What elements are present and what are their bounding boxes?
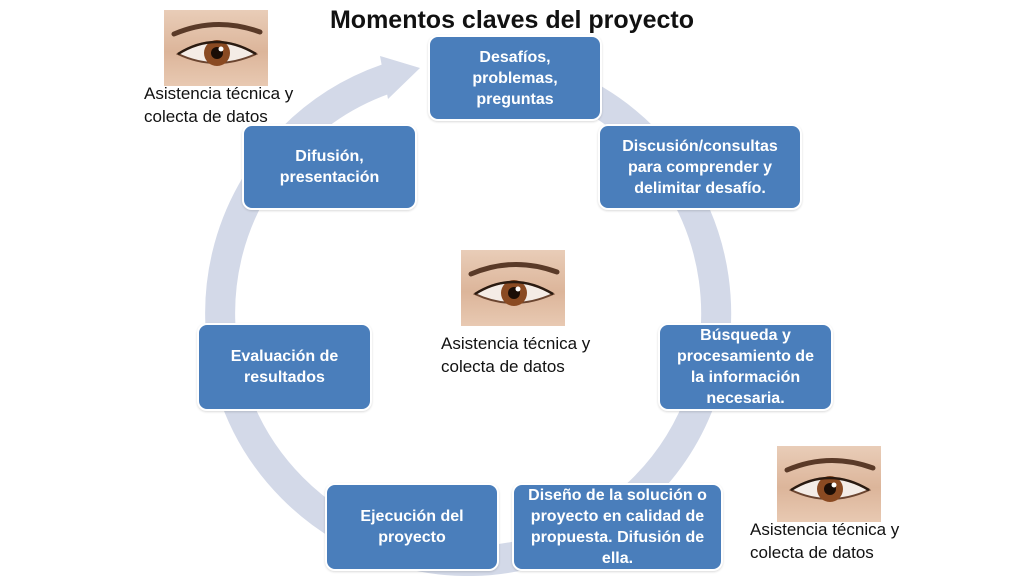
annotation-caption: Asistencia técnica y colecta de datos	[750, 520, 900, 562]
step-research: Búsqueda y procesamiento de la informaci…	[658, 323, 833, 411]
step-execution: Ejecución del proyecto	[325, 483, 499, 571]
eye-icon	[777, 446, 881, 522]
cycle-arrowhead-icon	[380, 56, 420, 99]
step-discussion: Discusión/consultas para comprender y de…	[598, 124, 802, 210]
annotation-caption: Asistencia técnica y colecta de datos	[441, 334, 591, 376]
eye-icon	[164, 10, 268, 86]
step-evaluation: Evaluación de resultados	[197, 323, 372, 411]
step-dissemination: Difusión, presentación	[242, 124, 417, 210]
annotation-caption: Asistencia técnica y colecta de datos	[144, 84, 294, 126]
eye-icon	[461, 250, 565, 326]
step-solution-design: Diseño de la solución o proyecto en cali…	[512, 483, 723, 571]
step-challenges: Desafíos, problemas, preguntas	[428, 35, 602, 121]
page-title: Momentos claves del proyecto	[329, 6, 694, 34]
